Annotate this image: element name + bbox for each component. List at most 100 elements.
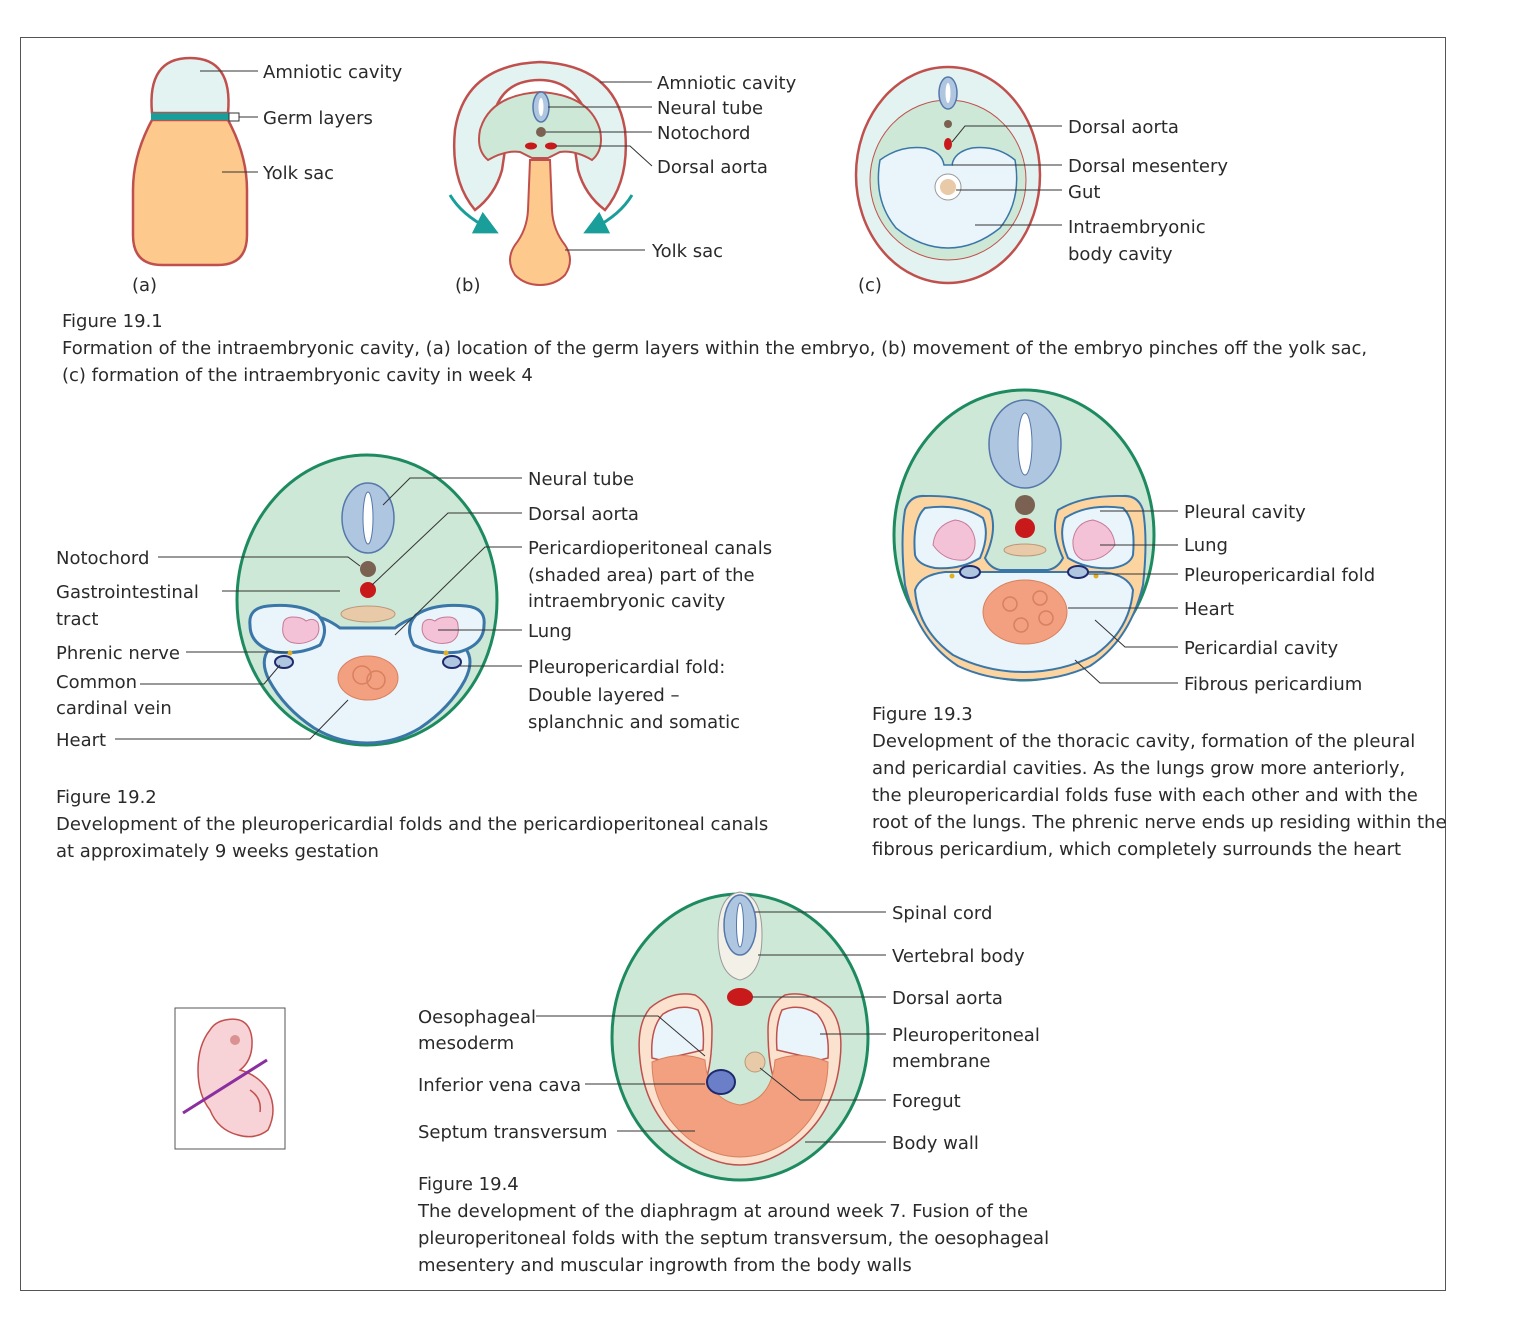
fig4-label-oeso-2: mesoderm [418, 1033, 514, 1054]
fig3-heart [982, 579, 1068, 645]
fig4-label-vertebral: Vertebral body [892, 946, 1025, 967]
fig4-label-pleuro-2: membrane [892, 1051, 990, 1072]
fig1a-amniotic-cavity [150, 56, 230, 115]
fig4-label-spinal: Spinal cord [892, 903, 992, 924]
fig1a-embryo [131, 56, 249, 267]
fig2-label-cardinal-1: Common [56, 672, 137, 693]
fig1a-letter: (a) [132, 275, 157, 296]
fig1b-label-yolk: Yolk sac [651, 241, 723, 262]
fig2-label-gi-2: tract [56, 609, 98, 630]
fig2-label-fold-3: splanchnic and somatic [528, 712, 740, 733]
fig2-caption-line1: Development of the pleuropericardial fol… [56, 814, 769, 835]
fig1b-arrow-right [583, 194, 634, 234]
fig2-phrenic-left [287, 650, 293, 656]
fig4-label-foregut: Foregut [892, 1091, 961, 1112]
fig2-section [235, 453, 499, 747]
fig2-label-lung: Lung [528, 621, 572, 642]
fig2-label-canals-2: (shaded area) part of the [528, 565, 755, 586]
fig4-pleuroperitoneal-left [650, 1006, 705, 1061]
fig2-label-canals-3: intraembryonic cavity [528, 591, 726, 612]
fig4-label-ivc: Inferior vena cava [418, 1075, 581, 1096]
fig1c-embryo [854, 65, 1042, 285]
fig3-caption-title: Figure 19.3 [872, 704, 973, 725]
fig2-label-fold-1: Pleuropericardial fold: [528, 657, 725, 678]
fig1b-notochord [536, 127, 546, 137]
fig4-caption-title: Figure 19.4 [418, 1174, 519, 1195]
fig2-label-aorta: Dorsal aorta [528, 504, 639, 525]
fig1c-aorta [944, 138, 952, 150]
fig4-label-oeso-1: Oesophageal [418, 1007, 536, 1028]
fig1-caption: Figure 19.1 Formation of the intraembryo… [62, 308, 1367, 389]
fig2-cardinal-vein-right [442, 655, 462, 669]
fig3-label-pleural: Pleural cavity [1184, 502, 1306, 523]
fig3-lung-left [932, 519, 976, 561]
fig4-foregut [744, 1051, 766, 1073]
fig1-caption-title: Figure 19.1 [62, 311, 163, 332]
fig2-caption-line2: at approximately 9 weeks gestation [56, 841, 379, 862]
fig2-caption-title: Figure 19.2 [56, 787, 157, 808]
embryo-figure [197, 1018, 274, 1138]
fig4-label-septum: Septum transversum [418, 1122, 607, 1143]
fig1-caption-line2: (c) formation of the intraembryonic cavi… [62, 365, 533, 386]
fig3-caption-line2: and pericardial cavities. As the lungs g… [872, 758, 1406, 779]
fig4-caption: Figure 19.4 The development of the diaph… [418, 1171, 1049, 1279]
section-plane-line [182, 1058, 268, 1115]
fig3-label-fold: Pleuropericardial fold [1184, 565, 1375, 586]
fig1a-yolk-sac [131, 118, 249, 267]
fig2-notochord [360, 561, 376, 577]
fig2-phrenic-right [443, 650, 449, 656]
fig1a-label-germ: Germ layers [263, 108, 373, 129]
fig4-label-aorta: Dorsal aorta [892, 988, 1003, 1009]
fig2-cardinal-vein-left [274, 655, 294, 669]
fig4-caption-line2: pleuroperitoneal folds with the septum t… [418, 1228, 1050, 1249]
fig2-label-cardinal-2: cardinal vein [56, 698, 172, 719]
fig4-section [610, 891, 870, 1182]
fig3-section [892, 388, 1156, 682]
embryo-inset [174, 1007, 286, 1150]
fig1c-letter: (c) [858, 275, 882, 296]
fig2-label-heart: Heart [56, 730, 106, 751]
fig4-pleuroperitoneal-right [775, 1006, 830, 1061]
fig3-label-heart: Heart [1184, 599, 1234, 620]
fig1b-letter: (b) [455, 275, 480, 296]
fig2-label-notochord: Notochord [56, 548, 149, 569]
fig3-label-fibrous: Fibrous pericardium [1184, 674, 1362, 695]
fig1b-arrow-left [448, 194, 499, 234]
fig2-caption: Figure 19.2 Development of the pleuroper… [56, 784, 768, 865]
fig2-label-neural: Neural tube [528, 469, 634, 490]
fig2-label-canals-1: Pericardioperitoneal canals [528, 538, 772, 559]
fig2-heart [337, 655, 399, 701]
fig3-lung-right [1072, 519, 1116, 561]
fig2-label-phrenic: Phrenic nerve [56, 643, 180, 664]
fig1b-label-amniotic: Amniotic cavity [657, 73, 797, 94]
fig1c-label-cavity-2: body cavity [1068, 244, 1173, 265]
fig1b-label-neural: Neural tube [657, 98, 763, 119]
fig4-label-bodywall: Body wall [892, 1133, 979, 1154]
fig2-aorta [360, 582, 376, 598]
fig1c-label-gut: Gut [1068, 182, 1100, 203]
fig1a-germ-layers [151, 113, 229, 120]
fig1b-stalk [509, 159, 571, 287]
fig4-caption-line3: mesentery and muscular ingrowth from the… [418, 1255, 912, 1276]
fig4-ivc [706, 1069, 736, 1095]
fig1b-aorta-left [525, 142, 537, 150]
fig1c-gut [940, 179, 956, 195]
fig3-label-lung: Lung [1184, 535, 1228, 556]
fig3-caption: Figure 19.3 Development of the thoracic … [872, 701, 1447, 863]
fig1c-label-cavity-1: Intraembryonic [1068, 217, 1206, 238]
fig1a-label-yolk: Yolk sac [262, 163, 334, 184]
fig3-aorta [1015, 518, 1035, 538]
fig1a-label-amniotic: Amniotic cavity [263, 62, 403, 83]
fig4-label-pleuro-1: Pleuroperitoneal [892, 1025, 1040, 1046]
fig3-caption-line1: Development of the thoracic cavity, form… [872, 731, 1416, 752]
fig2-lung-left [282, 616, 320, 644]
fig3-gut [1003, 543, 1047, 557]
fig2-label-fold-2: Double layered – [528, 685, 680, 706]
figure-frame [20, 37, 1446, 1291]
fig4-caption-line1: The development of the diaphragm at arou… [418, 1201, 1029, 1222]
fig4-aorta [727, 988, 753, 1006]
fig3-fold-vein-left [959, 565, 981, 579]
fig2-label-gi-1: Gastrointestinal [56, 582, 199, 603]
fig3-notochord [1015, 495, 1035, 515]
